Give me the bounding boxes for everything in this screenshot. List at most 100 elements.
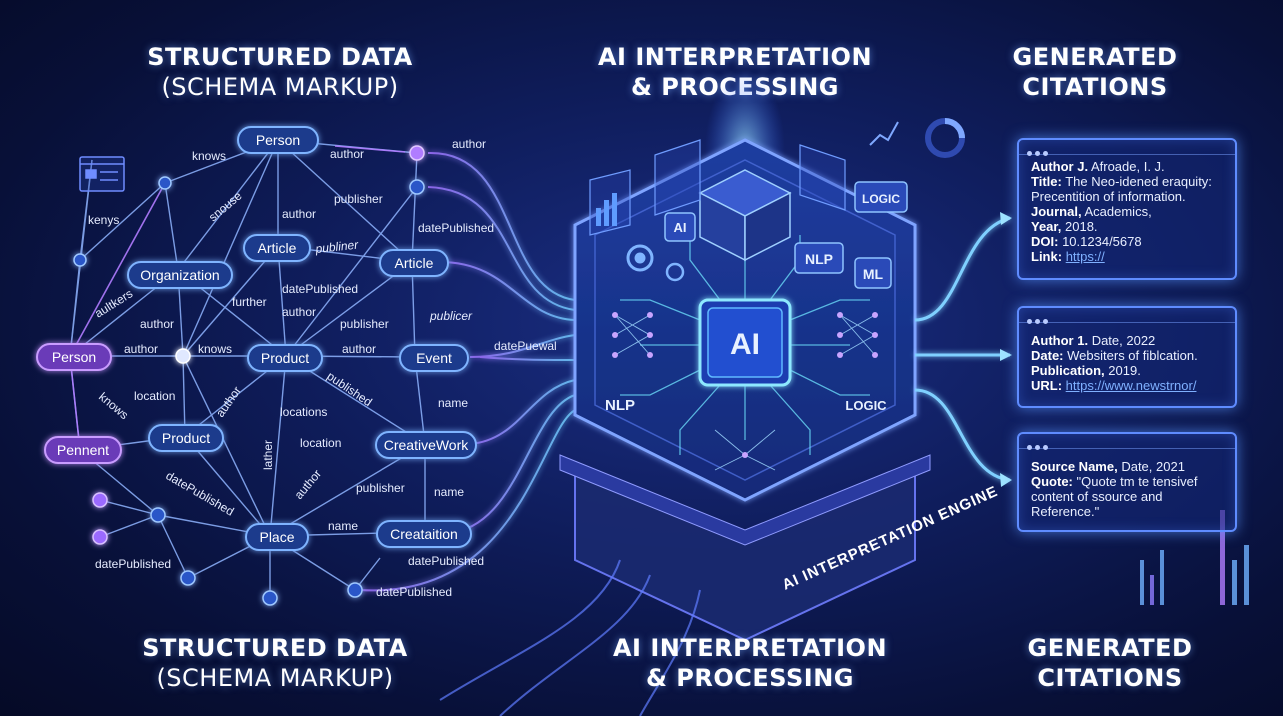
heading-subtitle: (SCHEMA MARKUP) [161,73,399,101]
node-article-left: Article [243,234,311,262]
field-label: Date: [1031,348,1064,363]
field-label: Publication, [1031,363,1105,378]
edge-label: snouse [206,188,245,224]
heading-title: GENERATED [1012,43,1178,71]
ml-label: ML [863,266,884,282]
citation-link[interactable]: https:// [1065,249,1105,264]
flow-lines [359,151,576,592]
edge-label: author [282,207,316,221]
graph-nodes: Person Organization Article Article Pers… [36,126,477,551]
node-article-right: Article [379,249,449,277]
nlp-left-label: NLP [605,397,635,414]
edge-label: datePublished [408,554,484,568]
edge-label: knows [192,149,226,163]
field-label: URL: [1031,378,1063,393]
output-arrows [914,216,1011,482]
edge-label: publisher [340,317,389,331]
edge-label: knows [198,342,232,356]
edge-label: location [300,436,341,450]
edge-label: author [330,147,364,161]
field-value: 10.1234/5678 [1062,234,1142,249]
ml-chip: ML [854,257,892,289]
svg-text:Article: Article [258,240,297,256]
chip-label: AI [730,328,760,361]
card-title-bar [1019,434,1235,450]
field-value: Precentition of information. [1031,189,1186,204]
bar-chart-icon [596,193,617,226]
edge-label: knows [96,390,131,423]
graph-dot-nodes [73,145,425,606]
window-dots-icon [1027,144,1051,159]
edge-label: publicer [429,309,473,323]
field-label: Quote: [1031,474,1073,489]
nlp-chip: NLP [794,242,844,274]
node-place: Place [245,523,309,551]
svg-text:Product: Product [162,430,210,446]
gear-icon [665,262,685,282]
field-value: content of ssource and [1031,489,1163,504]
ai-chip: AI [698,298,792,387]
node-creativework: CreativeWork [375,431,477,459]
node-organization: Organization [127,261,233,289]
edge-label: further [232,295,267,309]
node-event: Event [399,344,469,372]
svg-text:Creataition: Creataition [390,526,458,542]
edge-label: published [324,369,374,409]
heading-generated-citations: GENERATED CITATIONS [970,42,1220,102]
heading-title: AI INTERPRETATION [612,634,888,662]
logic-chip: LOGIC [854,181,908,213]
citation-card: Author J. Afroade, I. J. Title: The Neo-… [1017,138,1237,280]
node-person-top: Person [237,126,319,154]
edge-label: publiner [314,237,360,256]
edge-label: publisher [356,481,405,495]
field-value: Academics, [1084,204,1152,219]
svg-text:Product: Product [261,350,309,366]
edge-label: author [124,342,158,356]
edge-label: author [452,137,486,151]
edge-label: datePuewal [494,339,557,353]
heading-title: STRUCTURED DATA [147,43,413,71]
edge-label: datePublished [95,557,171,571]
edge-label: name [434,485,464,499]
citation-link[interactable]: https://www.newstrnor/ [1065,378,1197,393]
svg-text:Article: Article [395,255,434,271]
edge-label: datePublished [418,221,494,235]
svg-text:Event: Event [416,350,452,366]
edge-label: lather [261,440,275,470]
edge-label: author [282,305,316,319]
edge-label: author [292,467,325,502]
card-title-bar [1019,308,1235,324]
heading-subtitle: (SCHEMA MARKUP) [156,664,394,692]
field-label: Title: [1031,174,1062,189]
field-label: Journal, [1031,204,1082,219]
svg-text:Person: Person [52,349,96,365]
edge-label: name [438,396,468,410]
field-value: 2018. [1065,219,1098,234]
edge-label: author [140,317,174,331]
svg-text:Place: Place [259,529,294,545]
heading-structured-data: STRUCTURED DATA (SCHEMA MARKUP) [120,42,440,102]
edge-label: author [342,342,376,356]
heading-generated-citations-bottom: GENERATED CITATIONS [990,633,1230,693]
heading-structured-data-bottom: STRUCTURED DATA (SCHEMA MARKUP) [115,633,435,693]
svg-text:CreativeWork: CreativeWork [384,437,470,453]
logic-right-label: LOGIC [845,398,887,413]
window-dots-icon [1027,438,1051,453]
edge-label: datePublished [164,468,237,518]
field-value: Websiters of fiblcation. [1067,348,1198,363]
node-creatation: Creataition [376,520,472,548]
window-dots-icon [1027,312,1051,327]
edge-label: publisher [334,192,383,206]
field-value: Reference." [1031,504,1100,519]
small-ai-chip: AI [664,212,696,242]
field-label: Link: [1031,249,1063,264]
field-value: "Quote tm te tensivef [1076,474,1198,489]
edge-labels: knows author author kenys snouse publish… [88,137,557,599]
edge-label: datePublished [376,585,452,599]
node-person-left: Person [36,343,112,371]
edge-label: location [134,389,175,403]
node-product-center: Product [247,344,323,372]
edge-label: kenys [88,213,119,227]
heading-title: AI INTERPRETATION [597,43,873,71]
